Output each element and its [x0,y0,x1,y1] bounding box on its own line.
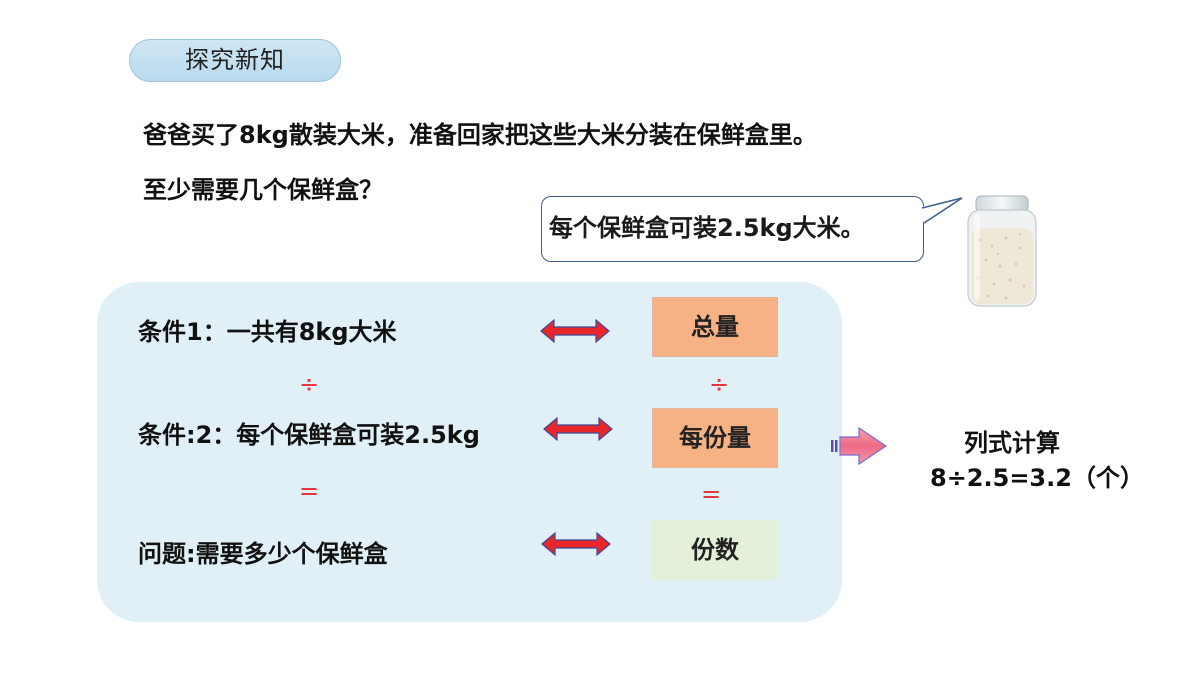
condition-1: 条件1：一共有8kg大米 [138,312,397,347]
concept-total-box: 总量 [652,297,778,357]
double-arrow-icon [543,416,613,442]
problem-line-1: 爸爸买了8kg散装大米，准备回家把这些大米分装在保鲜盒里。 [143,115,817,150]
speech-bubble: 每个保鲜盒可装2.5kg大米。 [541,196,924,262]
calculation-label: 列式计算 [964,423,1060,458]
condition-operator-equals: = [294,477,324,505]
section-tag: 探究新知 [129,39,341,82]
concept-operator-equals: = [696,480,726,508]
rice-jar-image [962,194,1042,310]
question: 问题:需要多少个保鲜盒 [138,534,388,569]
condition-2: 条件:2：每个保鲜盒可装2.5kg [138,415,480,450]
problem-line-2: 至少需要几个保鲜盒？ [143,170,383,205]
condition-operator-divide: ÷ [294,370,324,398]
double-arrow-icon [540,318,610,344]
speech-bubble-tail [916,196,964,226]
concept-operator-divide: ÷ [704,370,734,398]
right-arrow-icon [829,426,889,466]
concept-shares-box: 份数 [652,520,778,580]
double-arrow-icon [541,531,611,557]
calculation-formula: 8÷2.5=3.2（个） [930,458,1144,493]
concept-per-share-box: 每份量 [652,408,778,468]
